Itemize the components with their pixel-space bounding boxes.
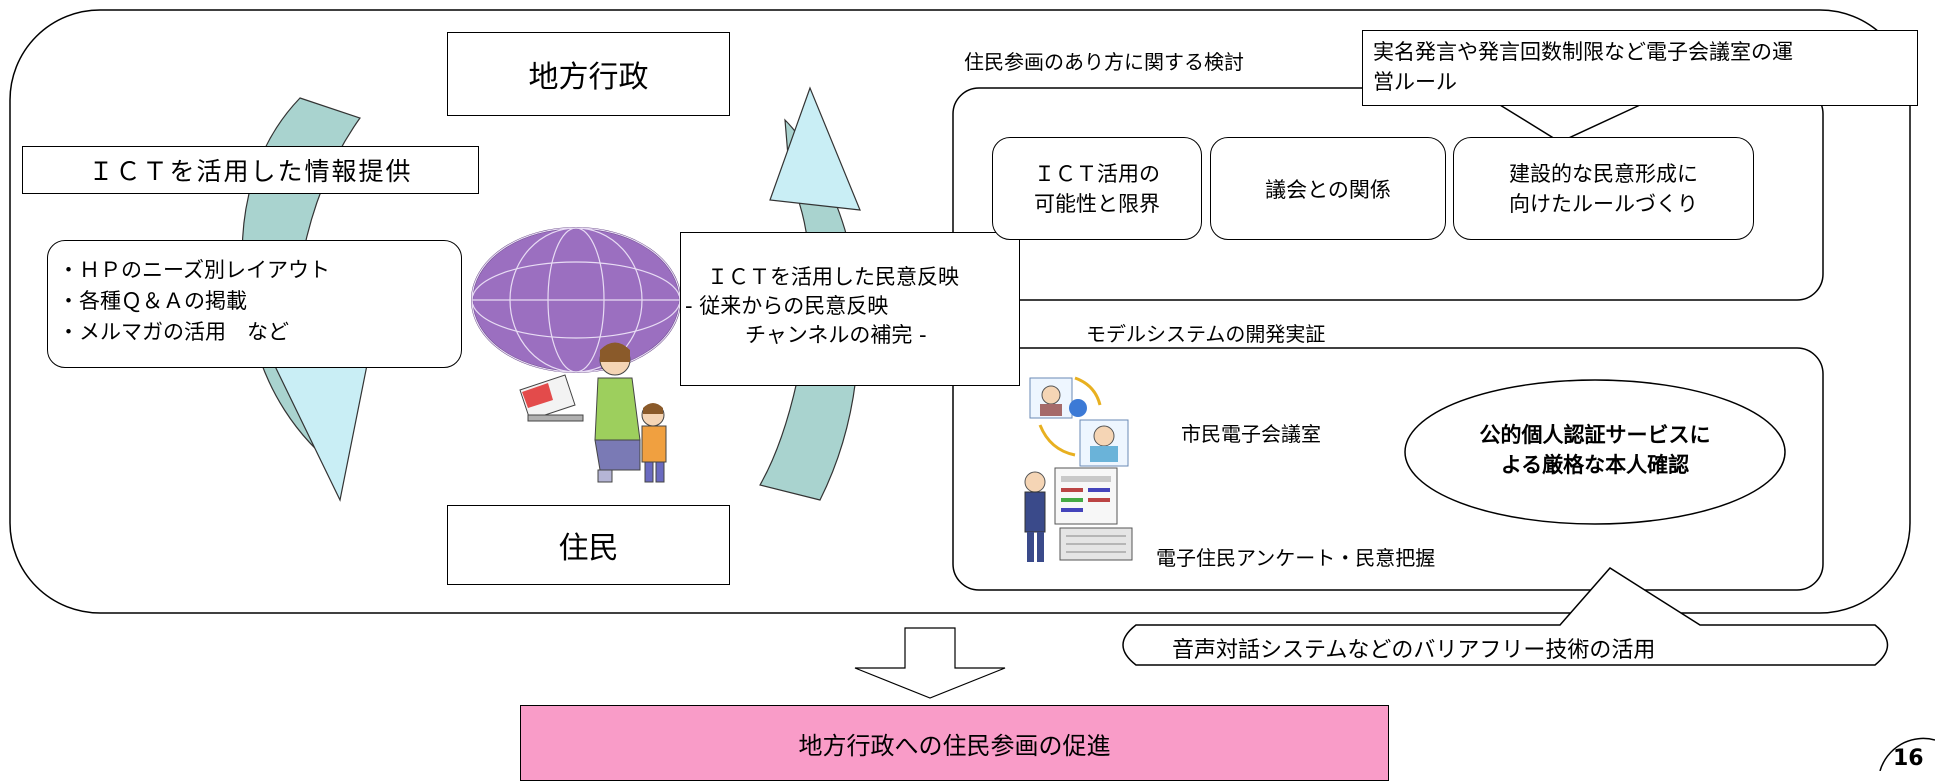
review-box-3-line-1: 建設的な民意形成に (1509, 161, 1698, 186)
info-item-3: ・メルマガの活用 など (58, 320, 289, 344)
result-box: 地方行政への住民参画の促進 (520, 705, 1389, 781)
review-box-rules: 建設的な民意形成に 向けたルールづくり (1453, 137, 1754, 240)
operation-rules-callout: 実名発言や発言回数制限など電子会議室の運 営ルール (1362, 30, 1918, 106)
right-cycle-arrow-head (769, 86, 861, 211)
review-box-2-line-1: 議会との関係 (1265, 177, 1391, 202)
e-survey-label: 電子住民アンケート・民意把握 (1156, 546, 1436, 570)
auth-line-2: よる厳格な本人確認 (1500, 453, 1690, 477)
auth-line-1: 公的個人認証サービスに (1479, 423, 1711, 447)
auth-ellipse (1404, 379, 1786, 525)
review-heading: 住民参画のあり方に関する検討 (958, 46, 1250, 75)
local-government-box: 地方行政 (447, 32, 730, 116)
reflection-box: ＩＣＴを活用した民意反映 - 従来からの民意反映 チャンネルの補完 - (680, 232, 1020, 386)
globe-icon (471, 227, 681, 373)
review-box-1-line-2: 可能性と限界 (1034, 191, 1160, 216)
reflection-line-3: チャンネルの補完 - (745, 323, 927, 347)
person-computer-illustration (519, 342, 667, 483)
e-meeting-label: 市民電子会議室 (1181, 422, 1321, 446)
local-government-label: 地方行政 (528, 60, 649, 95)
callout-line-1: 実名発言や発言回数制限など電子会議室の運 (1373, 40, 1793, 64)
residents-box: 住民 (447, 505, 730, 585)
result-label: 地方行政への住民参画の促進 (798, 732, 1111, 760)
review-box-1-line-1: ＩＣＴ活用の (1034, 161, 1160, 186)
e-survey-illustration (1024, 467, 1133, 562)
down-arrow (854, 627, 1006, 699)
info-item-2: ・各種Ｑ＆Ａの掲載 (58, 289, 247, 313)
info-provision-items-box: ・ＨＰのニーズ別レイアウト ・各種Ｑ＆Ａの掲載 ・メルマガの活用 など (47, 240, 462, 368)
page-number: 16 (1893, 746, 1924, 771)
left-cycle-arrow-head (271, 349, 371, 502)
page-number-circle (1879, 737, 1935, 771)
info-provision-title-box: ＩＣＴを活用した情報提供 (22, 146, 479, 194)
barrier-free-callout-shape (1122, 567, 1889, 666)
review-box-3-line-2: 向けたルールづくり (1509, 191, 1698, 216)
reflection-line-2: - 従来からの民意反映 (685, 294, 889, 318)
reflection-line-1: ＩＣＴを活用した民意反映 (707, 265, 959, 289)
residents-label: 住民 (558, 531, 619, 566)
auth-ellipse-text: 公的個人認証サービスに よる厳格な本人確認 (1420, 420, 1770, 480)
barrier-free-label: 音声対話システムなどのバリアフリー技術の活用 (1172, 638, 1656, 663)
review-box-council: 議会との関係 (1210, 137, 1446, 240)
info-provision-title: ＩＣＴを活用した情報提供 (88, 157, 413, 186)
model-group-border (952, 347, 1824, 591)
callout-line-2: 営ルール (1373, 70, 1457, 94)
e-meeting-illustration (1029, 376, 1129, 467)
review-box-ict-limits: ＩＣＴ活用の 可能性と限界 (992, 137, 1202, 240)
model-system-heading: モデルシステムの開発実証 (1080, 318, 1332, 347)
main-container (9, 9, 1911, 614)
info-item-1: ・ＨＰのニーズ別レイアウト (58, 258, 330, 282)
